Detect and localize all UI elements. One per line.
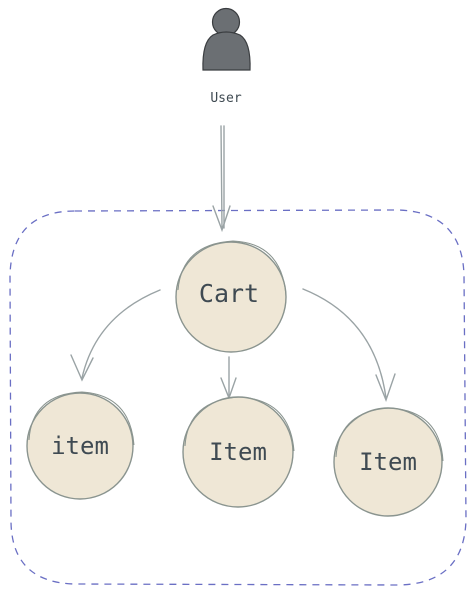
- arrow-cart-to-item-1: [70, 289, 161, 382]
- cart-node: Cart: [175, 240, 287, 353]
- arrow-user-to-cart: [212, 125, 231, 233]
- system-boundary: [9, 209, 467, 586]
- user-label: User: [210, 91, 241, 106]
- item-node-1: item: [26, 391, 135, 500]
- item-3-label: Item: [359, 448, 417, 476]
- item-2-label: Item: [209, 438, 267, 466]
- arrow-cart-to-item-2: [220, 356, 237, 400]
- person-icon: [202, 7, 251, 71]
- cart-label: Cart: [199, 279, 259, 308]
- arrow-cart-to-item-3: [302, 288, 396, 403]
- item-1-label: item: [51, 432, 109, 460]
- item-node-3: Item: [333, 407, 444, 517]
- item-node-2: Item: [182, 396, 295, 508]
